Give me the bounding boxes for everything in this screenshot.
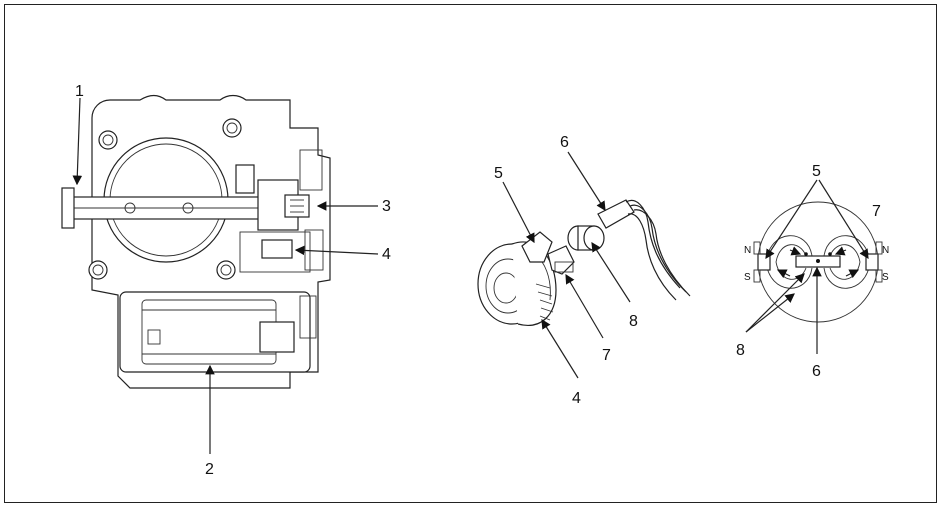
leader-line-1 bbox=[72, 97, 83, 186]
callout-6-right: 6 bbox=[812, 363, 821, 380]
leader-line-5b-right bbox=[818, 179, 869, 260]
callout-4-middle: 4 bbox=[572, 390, 581, 407]
pole-s-right: S bbox=[882, 272, 889, 283]
leader-line-8-middle bbox=[591, 241, 631, 303]
leader-line-4-middle bbox=[541, 318, 579, 379]
callout-8-middle: 8 bbox=[629, 313, 638, 330]
callout-4-left: 4 bbox=[382, 246, 391, 263]
callout-1: 1 bbox=[75, 83, 84, 100]
callout-8-right: 8 bbox=[736, 342, 745, 359]
throttle-body-assembly bbox=[61, 94, 331, 389]
leader-line-4-left bbox=[294, 245, 379, 256]
pole-s-left: S bbox=[744, 272, 751, 283]
leader-line-5a-right bbox=[765, 179, 818, 260]
callout-7-right: 7 bbox=[872, 203, 881, 220]
leader-line-8a-right bbox=[745, 273, 805, 333]
leader-line-7-middle bbox=[565, 273, 604, 339]
callout-7-middle: 7 bbox=[602, 347, 611, 364]
callout-6-middle: 6 bbox=[560, 134, 569, 151]
leader-line-8b-right bbox=[745, 293, 795, 333]
callout-5-right: 5 bbox=[812, 163, 821, 180]
callout-3: 3 bbox=[382, 198, 391, 215]
callout-2: 2 bbox=[205, 461, 214, 478]
leader-line-6-middle bbox=[567, 151, 606, 212]
pole-n-right: N bbox=[882, 245, 889, 256]
pole-n-left: N bbox=[744, 245, 751, 256]
leader-line-5-middle bbox=[502, 181, 535, 244]
callout-5-middle: 5 bbox=[494, 165, 503, 182]
